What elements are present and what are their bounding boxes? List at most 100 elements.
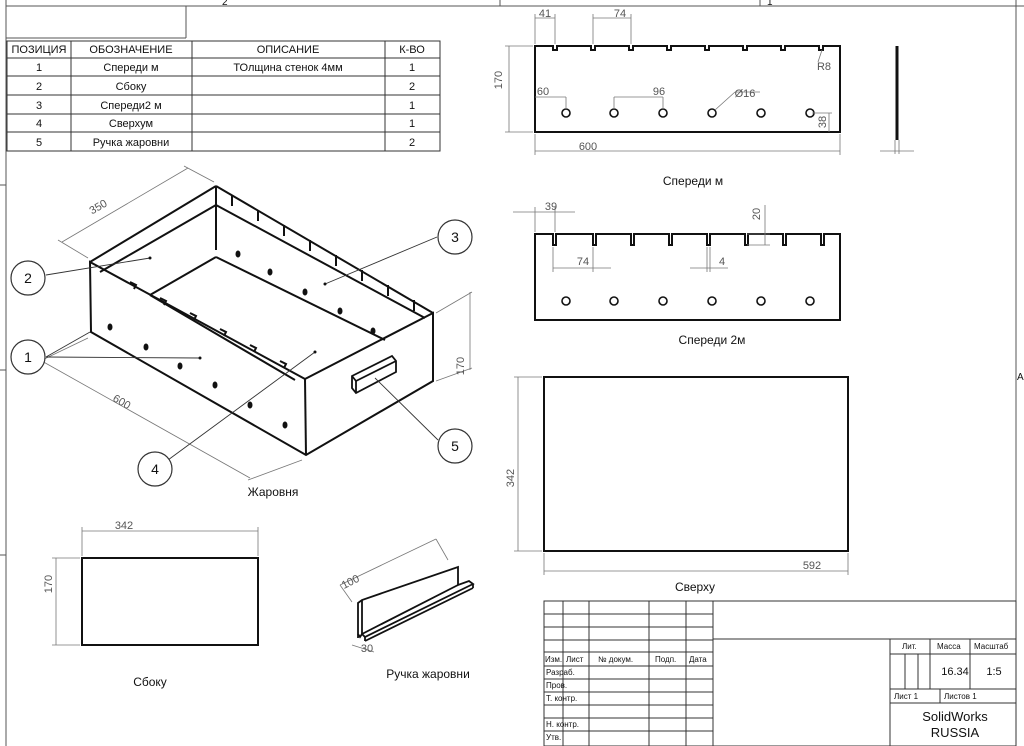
bom-header-position: ПОЗИЦИЯ bbox=[12, 44, 67, 56]
front-m-outline bbox=[534, 45, 841, 133]
tb-role: Разраб. bbox=[546, 668, 575, 677]
tb-role: Утв. bbox=[546, 733, 561, 742]
view-title-top: Сверху bbox=[675, 580, 715, 594]
iso-handle bbox=[351, 354, 397, 395]
dim-diameter-16: Ø16 bbox=[735, 88, 756, 100]
tb-role: Н. контр. bbox=[546, 720, 579, 729]
bom-header-description: ОПИСАНИЕ bbox=[257, 44, 320, 56]
tb-company-line2: RUSSIA bbox=[931, 725, 980, 740]
tb-change-header: № докум. bbox=[598, 655, 633, 664]
dim-4: 4 bbox=[719, 256, 725, 268]
handle-shape bbox=[357, 565, 475, 642]
view-front-2m: 39 20 74 4 Спереди 2м bbox=[513, 201, 841, 347]
zone-number-1: 1 bbox=[767, 0, 773, 8]
front-2m-holes bbox=[561, 296, 815, 306]
view-title-iso: Жаровня bbox=[248, 485, 299, 499]
view-top: 342 592 Сверху bbox=[505, 376, 849, 594]
tb-lit-label: Лит. bbox=[902, 642, 917, 651]
bom-row-name: Ручка жаровни bbox=[93, 137, 170, 149]
dim-74: 74 bbox=[614, 8, 626, 20]
tb-change-header: Изм. bbox=[545, 655, 562, 664]
bom-table: ПОЗИЦИЯ ОБОЗНАЧЕНИЕ ОПИСАНИЕ К-ВО 1 Спер… bbox=[6, 40, 441, 152]
dim-38: 38 bbox=[817, 116, 829, 128]
dim-r8: R8 bbox=[817, 61, 831, 73]
dim-74: 74 bbox=[577, 256, 589, 268]
dim-96: 96 bbox=[653, 86, 665, 98]
tb-sheet-label: Лист 1 bbox=[894, 692, 919, 701]
iso-box-edges bbox=[88, 185, 434, 457]
title-block: Изм. Лист № докум. Подп. Дата Разраб. Пр… bbox=[543, 600, 1017, 746]
dim-39: 39 bbox=[545, 201, 557, 213]
balloon-label: 4 bbox=[151, 461, 159, 477]
bom-row-qty: 1 bbox=[409, 100, 415, 112]
balloon-3 bbox=[437, 219, 473, 255]
tb-scale-label: Масштаб bbox=[974, 642, 1009, 651]
top-plate-outline bbox=[543, 376, 849, 552]
dim-342: 342 bbox=[505, 469, 517, 487]
tb-mass-label: Масса bbox=[937, 642, 961, 651]
tb-mass-value: 16.34 bbox=[941, 666, 969, 678]
bom-row-pos: 3 bbox=[36, 100, 42, 112]
tb-role: Пров. bbox=[546, 681, 567, 690]
dim-342: 342 bbox=[115, 520, 133, 532]
dim-600: 600 bbox=[111, 393, 133, 413]
bom-header-designation: ОБОЗНАЧЕНИЕ bbox=[89, 44, 172, 56]
view-title-side: Сбоку bbox=[133, 675, 167, 689]
dim-350: 350 bbox=[88, 198, 110, 218]
tb-change-header: Дата bbox=[689, 655, 707, 664]
bom-row-name: Сбоку bbox=[116, 81, 147, 93]
dim-30: 30 bbox=[361, 643, 373, 655]
tb-sheets-label: Листов 1 bbox=[944, 692, 977, 701]
dim-600: 600 bbox=[579, 141, 597, 153]
view-handle: 100 30 Ручка жаровни bbox=[339, 538, 475, 681]
balloon-1 bbox=[10, 339, 46, 375]
dim-20: 20 bbox=[751, 208, 763, 220]
tb-change-header: Подп. bbox=[655, 655, 676, 664]
bom-row-desc: ТОлщина стенок 4мм bbox=[233, 62, 342, 74]
bom-row-qty: 1 bbox=[409, 62, 415, 74]
dim-170: 170 bbox=[493, 71, 505, 89]
bom-row-pos: 2 bbox=[36, 81, 42, 93]
iso-notches bbox=[129, 195, 415, 369]
balloon-4 bbox=[137, 451, 173, 487]
bom-row-pos: 4 bbox=[36, 118, 42, 130]
view-title-front-m: Спереди м bbox=[663, 174, 723, 188]
view-iso: 350 600 170 1 2 3 4 5 bbox=[10, 165, 473, 499]
bom-row-qty: 2 bbox=[409, 137, 415, 149]
bom-header-qty: К-ВО bbox=[399, 44, 425, 56]
bom-row-pos: 5 bbox=[36, 137, 42, 149]
tb-change-header: Лист bbox=[566, 655, 584, 664]
balloon-label: 2 bbox=[24, 270, 32, 286]
iso-holes bbox=[107, 250, 376, 429]
balloon-2 bbox=[10, 260, 46, 296]
view-title-handle: Ручка жаровни bbox=[386, 667, 470, 681]
bom-row-name: Спереди м bbox=[103, 62, 158, 74]
dim-170: 170 bbox=[43, 575, 55, 593]
dim-100: 100 bbox=[340, 573, 362, 592]
view-title-front-2m: Спереди 2м bbox=[679, 333, 746, 347]
balloon-label: 3 bbox=[451, 229, 459, 245]
front-2m-outline bbox=[534, 233, 841, 321]
side-plate-outline bbox=[81, 557, 259, 646]
balloon-label: 1 bbox=[24, 349, 32, 365]
tb-role: Т. контр. bbox=[546, 694, 577, 703]
bom-row-qty: 2 bbox=[409, 81, 415, 93]
bom-row-qty: 1 bbox=[409, 118, 415, 130]
dim-170: 170 bbox=[455, 357, 467, 375]
zone-letter-a: A bbox=[1017, 372, 1024, 383]
bom-row-pos: 1 bbox=[36, 62, 42, 74]
balloon-5 bbox=[437, 428, 473, 464]
front-m-holes bbox=[561, 108, 815, 118]
view-front-m: 41 74 170 60 96 Ø16 R8 38 600 Спереди м bbox=[493, 8, 841, 188]
dim-41: 41 bbox=[539, 8, 551, 20]
tb-company-line1: SolidWorks bbox=[922, 709, 988, 724]
tb-scale-value: 1:5 bbox=[986, 666, 1001, 678]
zone-number-2: 2 bbox=[222, 0, 228, 8]
bom-row-name: Спереди2 м bbox=[100, 100, 161, 112]
view-edge-plate bbox=[880, 46, 914, 154]
view-side: 342 170 Сбоку bbox=[43, 520, 259, 689]
bom-row-name: Сверхум bbox=[109, 118, 153, 130]
dim-592: 592 bbox=[803, 560, 821, 572]
balloon-label: 5 bbox=[451, 438, 459, 454]
